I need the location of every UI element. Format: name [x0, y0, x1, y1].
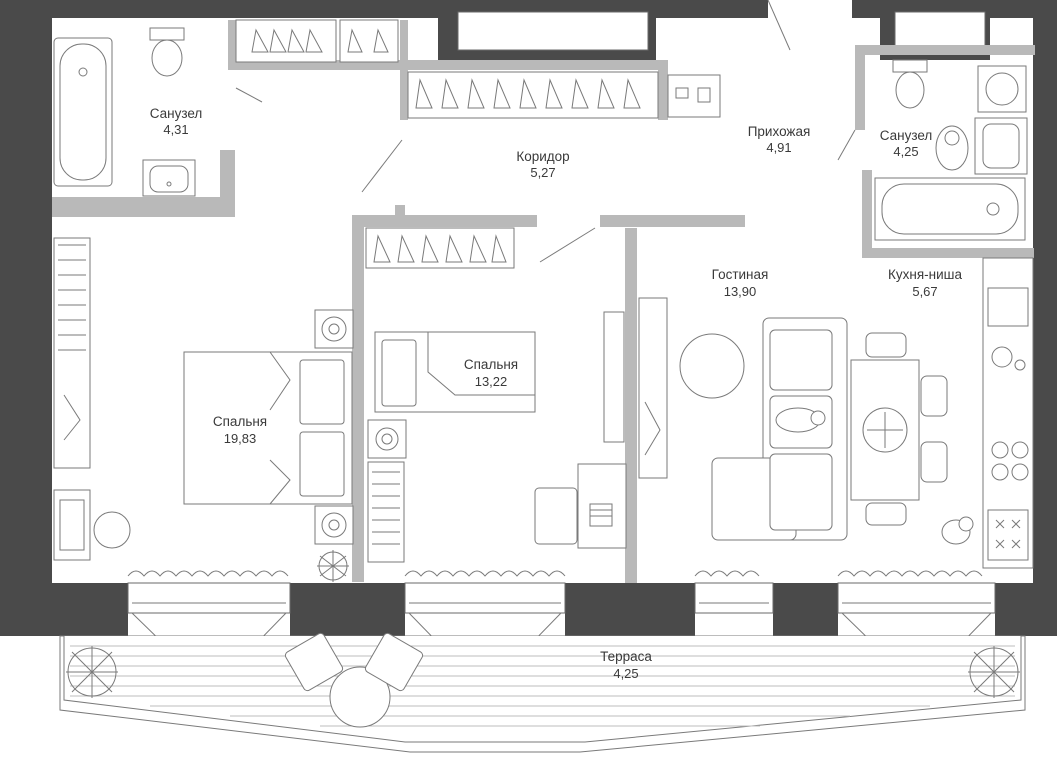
door-small-bedroom [539, 227, 596, 263]
single-bed [374, 331, 536, 413]
window-top [457, 11, 649, 51]
windows-bottom [127, 582, 996, 651]
window-top-right [894, 11, 986, 51]
label-bath-left-name: Санузел [150, 106, 203, 121]
tv-stand-small [603, 311, 625, 443]
label-bedroom-small-area: 13,22 [475, 374, 508, 389]
person-kitchen-icon [941, 516, 974, 545]
room-labels: Санузел 4,31 Коридор 5,27 Прихожая 4,91 … [150, 106, 963, 681]
desk-small-bedroom [534, 463, 627, 549]
door-bath-left [235, 87, 263, 103]
label-terrace-area: 4,25 [613, 666, 638, 681]
toilet-icon [149, 27, 185, 77]
washing-machine-icon [977, 65, 1027, 113]
stool-icon [93, 511, 131, 549]
shoe-cabinet [667, 74, 721, 118]
sink-right-icon [974, 117, 1028, 175]
label-corridor-area: 5,27 [530, 165, 555, 180]
round-table [679, 333, 745, 399]
terrace-plant-right [968, 646, 1020, 698]
shelf-small-bedroom [367, 461, 405, 563]
nightstand-top [314, 309, 354, 349]
label-living-area: 13,90 [724, 284, 757, 299]
label-bath-right-area: 4,25 [893, 144, 918, 159]
kitchen-counter [982, 257, 1034, 569]
door-bath-right [837, 129, 856, 161]
double-bed [183, 351, 353, 505]
label-bedroom-large-name: Спальня [213, 414, 267, 429]
dining-table [850, 332, 948, 526]
desk-large-bedroom [53, 489, 91, 561]
label-bath-left-area: 4,31 [163, 122, 188, 137]
toilet-right-icon [892, 59, 928, 109]
bathtub-right [874, 177, 1026, 241]
terrace [59, 632, 1026, 753]
label-bedroom-large-area: 19,83 [224, 431, 257, 446]
wardrobe-top-left [235, 19, 399, 63]
wardrobe-corridor [407, 71, 659, 119]
label-hallway-area: 4,91 [766, 140, 791, 155]
tv-stand-living [638, 297, 668, 479]
nightstand-bottom [314, 505, 354, 545]
label-living-name: Гостиная [712, 267, 769, 282]
plant-icon [317, 550, 349, 582]
sofa [711, 317, 848, 541]
label-terrace-name: Терраса [600, 649, 652, 664]
person-sofa-icon [775, 407, 826, 433]
entrance-door[interactable] [767, 0, 791, 51]
sink-icon [142, 159, 196, 197]
bathtub [53, 37, 113, 187]
partitions [52, 20, 1035, 583]
wardrobe-large-bedroom [53, 237, 91, 469]
person-icon [935, 125, 969, 171]
label-kitchen-area: 5,67 [912, 284, 937, 299]
curtains [127, 570, 983, 577]
wardrobe-small-bedroom [365, 227, 515, 269]
label-bedroom-small-name: Спальня [464, 357, 518, 372]
label-corridor-name: Коридор [516, 149, 569, 164]
label-kitchen-name: Кухня-ниша [888, 267, 962, 282]
label-bath-right-name: Санузел [880, 128, 933, 143]
terrace-plant-left [66, 646, 118, 698]
nightstand-small [367, 419, 407, 459]
door-corridor-left [361, 139, 403, 193]
label-hallway-name: Прихожая [748, 124, 811, 139]
